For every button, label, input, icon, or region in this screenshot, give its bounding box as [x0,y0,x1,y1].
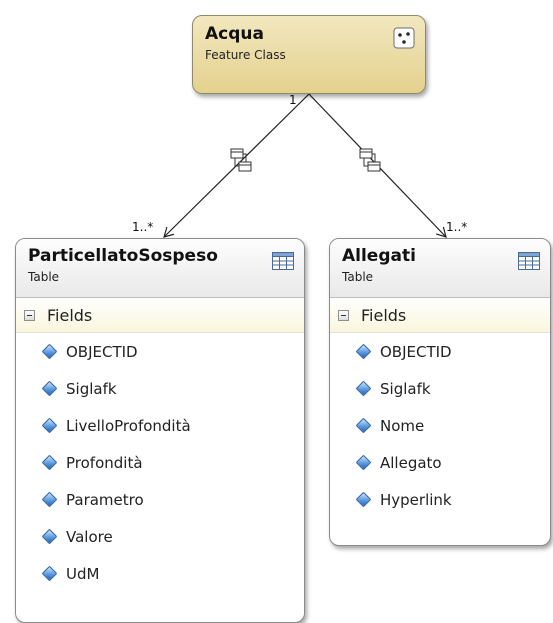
field-name: Valore [66,527,113,546]
field-name: Parametro [66,490,144,509]
collapse-minus-icon[interactable] [338,309,349,321]
field-item[interactable]: Hyperlink [330,481,550,518]
field-item[interactable]: Profondità [16,444,304,481]
field-icon [41,343,58,360]
field-icon [355,343,372,360]
field-icon [41,565,58,582]
table-header: ParticellatoSospeso Table [16,239,304,297]
field-icon [41,454,58,471]
field-item[interactable]: OBJECTID [16,333,304,370]
field-item[interactable]: Siglafk [16,370,304,407]
field-item[interactable]: Siglafk [330,370,550,407]
relationship-class-icon[interactable] [230,148,252,172]
field-item[interactable]: Allegato [330,444,550,481]
field-item[interactable]: OBJECTID [330,333,550,370]
field-name: OBJECTID [66,342,138,361]
field-name: Profondità [66,453,143,472]
field-name: LivelloProfondità [66,416,191,435]
right-dest-cardinality-label: 1..* [446,220,468,234]
feature-class-acqua[interactable]: Acqua Feature Class [192,15,426,94]
field-item[interactable]: Nome [330,407,550,444]
field-name: Nome [380,416,425,435]
field-name: Hyperlink [380,490,452,509]
field-icon [41,528,58,545]
field-name: Siglafk [66,379,117,398]
left-dest-cardinality-label: 1..* [132,220,154,234]
table-header: Allegati Table [330,239,550,297]
table-name: Allegati [342,246,416,266]
field-icon [355,454,372,471]
field-icon [41,491,58,508]
table-kind: Table [28,270,60,284]
field-icon [355,380,372,397]
relationship-class-icon[interactable] [359,148,381,172]
origin-cardinality-label: 1 [289,93,297,107]
feature-class-icon [393,27,415,49]
table-icon [272,252,294,270]
feature-class-name: Acqua [205,24,264,44]
table-name: ParticellatoSospeso [28,246,218,266]
collapse-minus-icon[interactable] [24,309,35,321]
field-name: Siglafk [380,379,431,398]
field-list: OBJECTID Siglafk LivelloProfondità Profo… [16,333,304,592]
field-item[interactable]: Valore [16,518,304,555]
field-name: UdM [66,564,100,583]
table-particellatosospeso[interactable]: ParticellatoSospeso Table Fields OBJECTI… [15,238,305,623]
field-icon [41,417,58,434]
feature-class-kind: Feature Class [205,48,286,62]
fields-section-label: Fields [361,305,407,325]
fields-section-header[interactable]: Fields [16,297,304,333]
field-icon [355,417,372,434]
field-list: OBJECTID Siglafk Nome Allegato Hyperlink [330,333,550,518]
field-name: Allegato [380,453,442,472]
table-allegati[interactable]: Allegati Table Fields OBJECTID Siglafk N… [329,238,551,546]
table-kind: Table [342,270,374,284]
field-item[interactable]: UdM [16,555,304,592]
field-name: OBJECTID [380,342,452,361]
field-icon [355,491,372,508]
field-item[interactable]: LivelloProfondità [16,407,304,444]
table-icon [518,252,540,270]
fields-section-header[interactable]: Fields [330,297,550,333]
field-item[interactable]: Parametro [16,481,304,518]
fields-section-label: Fields [47,305,93,325]
field-icon [41,380,58,397]
